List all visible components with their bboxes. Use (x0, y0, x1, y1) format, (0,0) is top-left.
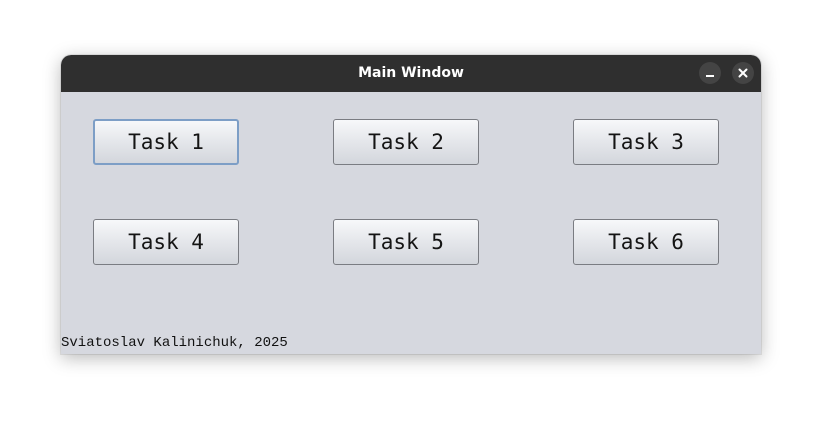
task-6-button[interactable]: Task 6 (573, 219, 719, 265)
window-title: Main Window (358, 65, 464, 81)
task-5-button[interactable]: Task 5 (333, 219, 479, 265)
minimize-icon (706, 75, 714, 77)
close-button[interactable] (732, 62, 754, 84)
minimize-button[interactable] (699, 62, 721, 84)
window-content: Task 1 Task 2 Task 3 Task 4 Task 5 Task … (61, 92, 761, 354)
author-footer: Sviatoslav Kalinichuk, 2025 (61, 335, 288, 351)
task-3-button[interactable]: Task 3 (573, 119, 719, 165)
task-2-button[interactable]: Task 2 (333, 119, 479, 165)
close-icon (738, 68, 748, 78)
title-bar[interactable]: Main Window (61, 55, 761, 92)
task-1-button[interactable]: Task 1 (93, 119, 239, 165)
task-4-button[interactable]: Task 4 (93, 219, 239, 265)
main-window: Main Window Task 1 Task 2 Task 3 Task 4 … (61, 55, 761, 354)
